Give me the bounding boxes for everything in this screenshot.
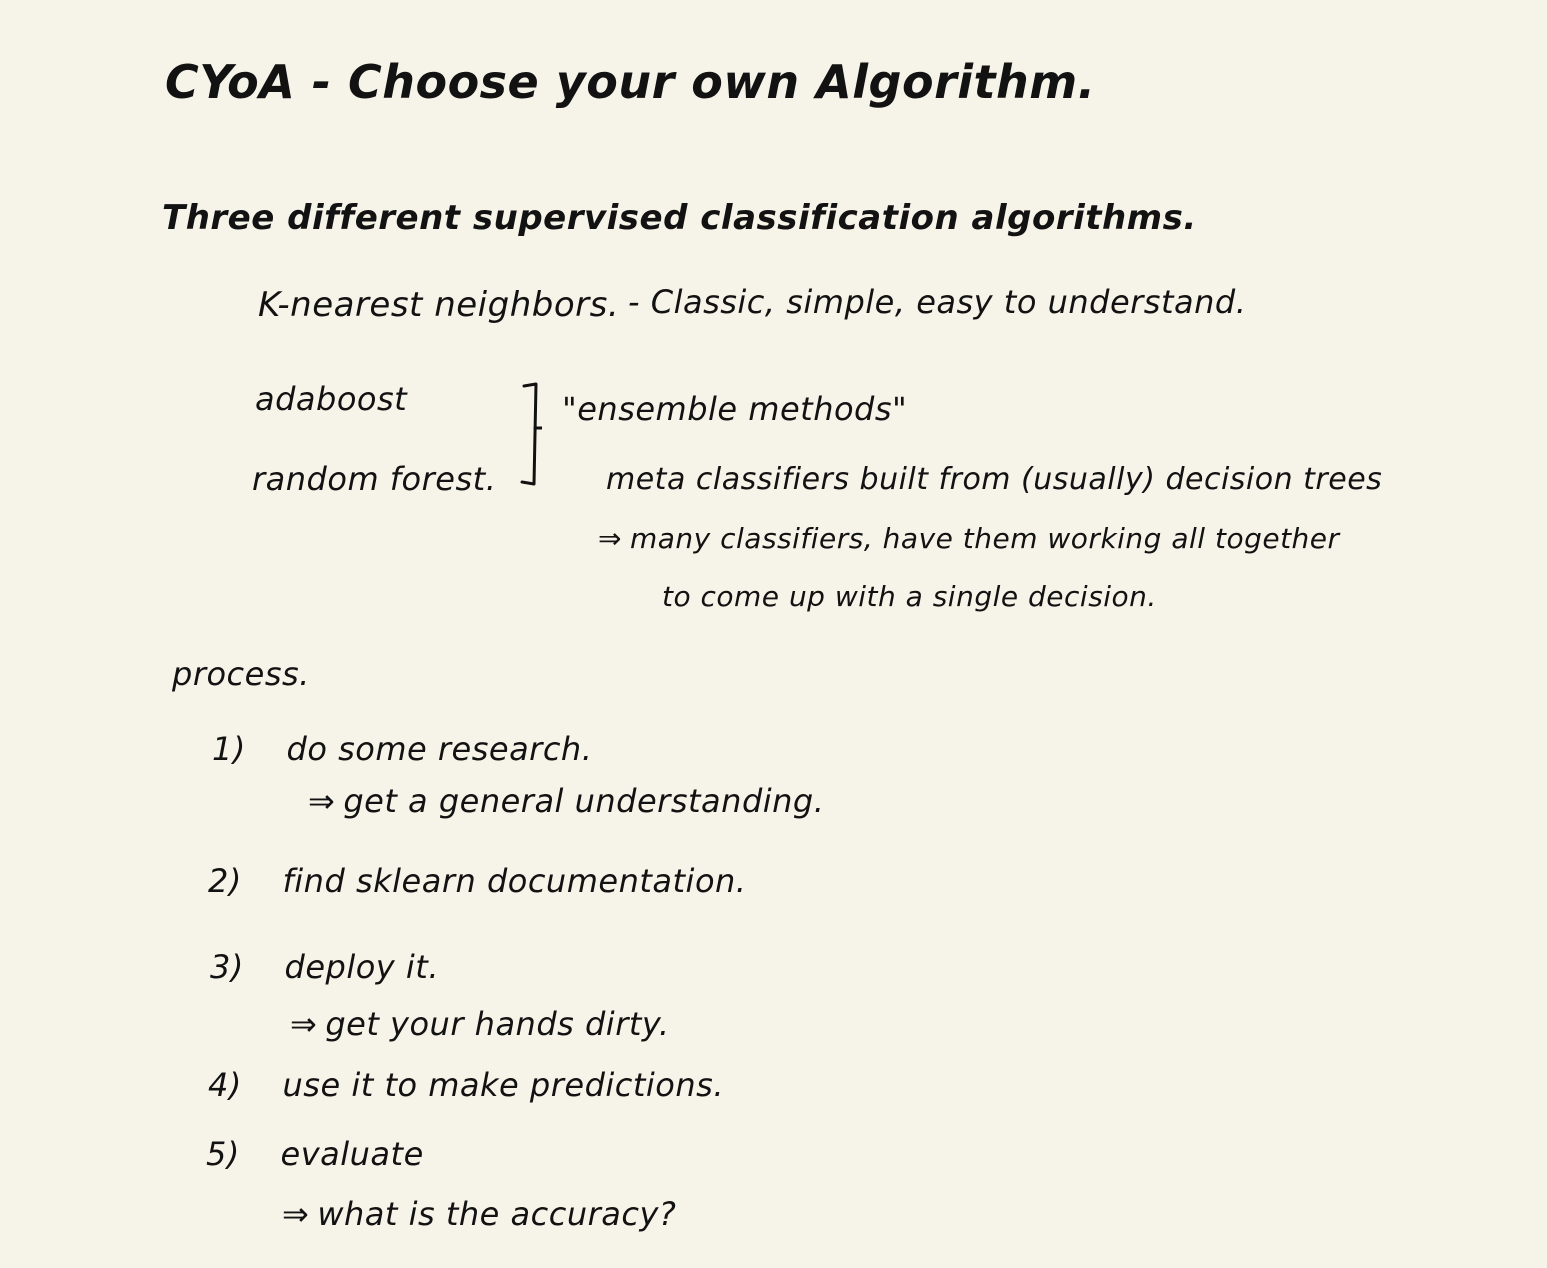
random-forest-label: random forest. xyxy=(252,460,497,498)
arrow-icon: ⇒ xyxy=(598,522,622,555)
step-number: 1) xyxy=(212,730,246,768)
knn-description: - Classic, simple, easy to understand. xyxy=(628,283,1247,321)
many-classifiers-text: many classifiers, have them working all … xyxy=(629,522,1340,555)
step-sub-text: get your hands dirty. xyxy=(325,1005,670,1043)
step-sub-text: what is the accuracy? xyxy=(317,1195,677,1233)
step-text: use it to make predictions. xyxy=(282,1066,724,1104)
process-step-3: 3) deploy it. xyxy=(210,948,439,986)
page-title: CYoA - Choose your own Algorithm. xyxy=(165,55,1096,109)
arrow-icon: ⇒ xyxy=(308,782,336,820)
arrow-icon: ⇒ xyxy=(290,1005,318,1043)
process-step-1-sub: ⇒get a general understanding. xyxy=(308,782,824,820)
step-text: do some research. xyxy=(286,730,593,768)
process-step-1: 1) do some research. xyxy=(212,730,592,768)
meta-classifiers-line: meta classifiers built from (usually) de… xyxy=(606,462,1383,497)
step-text: evaluate xyxy=(280,1135,424,1173)
step-number: 2) xyxy=(208,862,242,900)
step-number: 3) xyxy=(210,948,244,986)
arrow-icon: ⇒ xyxy=(282,1195,310,1233)
step-number: 4) xyxy=(208,1066,242,1104)
step-sub-text: get a general understanding. xyxy=(343,782,825,820)
single-decision-line: to come up with a single decision. xyxy=(662,580,1157,613)
process-step-4: 4) use it to make predictions. xyxy=(208,1066,724,1104)
grouping-bracket xyxy=(520,382,542,486)
step-text: deploy it. xyxy=(284,948,440,986)
knn-name: K-nearest neighbors. xyxy=(258,285,620,325)
process-step-5: 5) evaluate xyxy=(206,1135,424,1173)
adaboost-label: adaboost xyxy=(255,380,408,418)
intro-line: Three different supervised classificatio… xyxy=(162,198,1197,238)
process-step-2: 2) find sklearn documentation. xyxy=(208,862,746,900)
many-classifiers-line: ⇒many classifiers, have them working all… xyxy=(598,522,1340,555)
step-number: 5) xyxy=(206,1135,240,1173)
ensemble-methods-label: "ensemble methods" xyxy=(562,390,908,428)
step-text: find sklearn documentation. xyxy=(282,862,747,900)
process-heading: process. xyxy=(172,655,310,693)
process-step-5-sub: ⇒what is the accuracy? xyxy=(282,1195,676,1233)
process-step-3-sub: ⇒get your hands dirty. xyxy=(290,1005,670,1043)
